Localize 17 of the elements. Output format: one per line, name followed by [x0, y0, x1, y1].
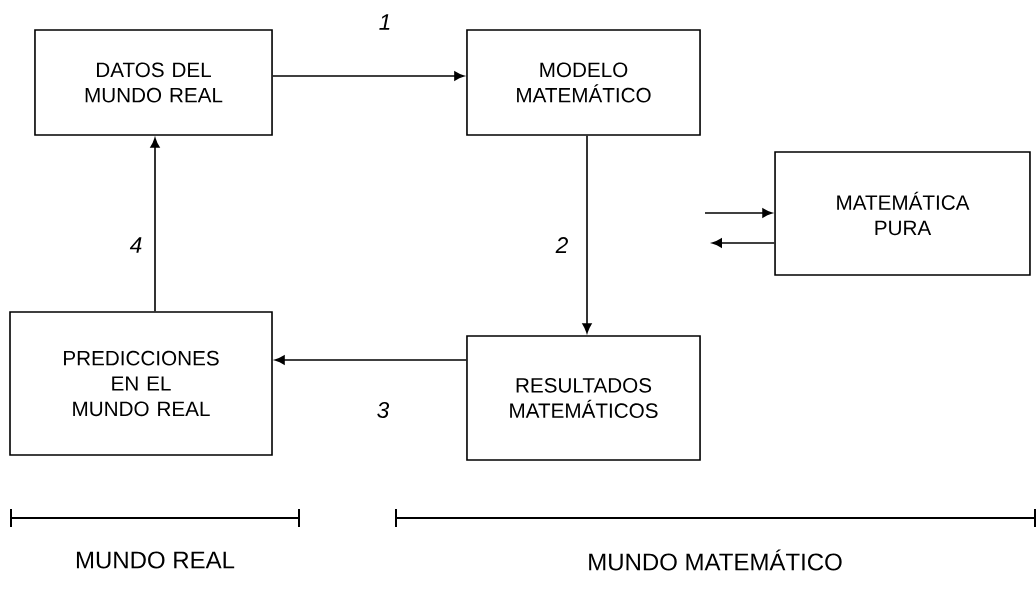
process-box: RESULTADOS MATEMÁTICOS: [466, 335, 701, 461]
arrow: [704, 208, 773, 218]
region-label: MUNDO MATEMÁTICO: [589, 549, 842, 571]
arrow: [272, 71, 465, 81]
edge-label: 4: [129, 237, 142, 253]
process-box: MODELO MATEMÁTICO: [466, 29, 701, 136]
arrow: [582, 135, 592, 334]
process-box: DATOS DEL MUNDO REAL: [34, 29, 273, 136]
process-box: PREDICCIONES EN EL MUNDO REAL: [9, 311, 273, 456]
edge-label: 1: [379, 14, 390, 30]
edge-label: 3: [377, 402, 390, 419]
arrow: [274, 355, 467, 365]
process-box: MATEMÁTICA PURA: [774, 151, 1031, 276]
arrow: [712, 238, 776, 248]
arrow: [150, 137, 160, 313]
edge-label: 2: [555, 237, 568, 253]
region-label: MUNDO REAL: [76, 551, 235, 569]
